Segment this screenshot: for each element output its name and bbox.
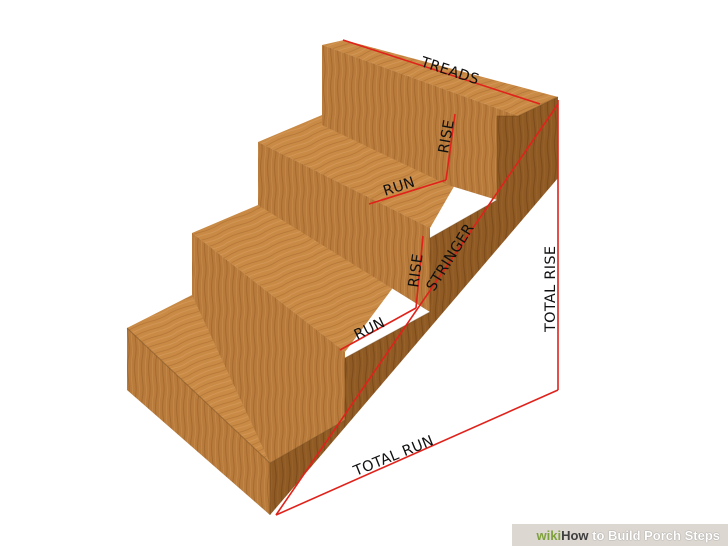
- step1-riser: [192, 233, 345, 463]
- edge-shading: [126, 327, 271, 515]
- run-upper-line: [368, 179, 447, 205]
- stair-side-face: [270, 97, 558, 515]
- watermark-background: [512, 524, 728, 546]
- rise-upper-label: RISE: [436, 119, 458, 155]
- rise-upper-line: [445, 113, 456, 181]
- total-run-label: TOTAL RUN: [351, 433, 437, 480]
- run-lower-line: [339, 307, 417, 351]
- watermark-how: How: [561, 528, 589, 543]
- stringer-line: [275, 103, 559, 516]
- rise-lower-label: RISE: [406, 253, 427, 289]
- back-wall-front: [322, 45, 518, 116]
- wikihow-watermark: wikiHow to Build Porch Steps: [537, 528, 721, 543]
- watermark-wiki: wiki: [536, 528, 562, 543]
- step1-front: [127, 328, 270, 515]
- total-run-line: [275, 389, 559, 516]
- edge-shading-2: [269, 96, 559, 464]
- watermark-title: to Build Porch Steps: [588, 528, 720, 543]
- treads-line: [342, 39, 541, 105]
- total-rise-label: TOTAL RISE: [543, 246, 559, 333]
- step2-riser: [258, 142, 430, 312]
- top-step-top: [322, 40, 558, 116]
- rise-lower-line: [415, 235, 424, 309]
